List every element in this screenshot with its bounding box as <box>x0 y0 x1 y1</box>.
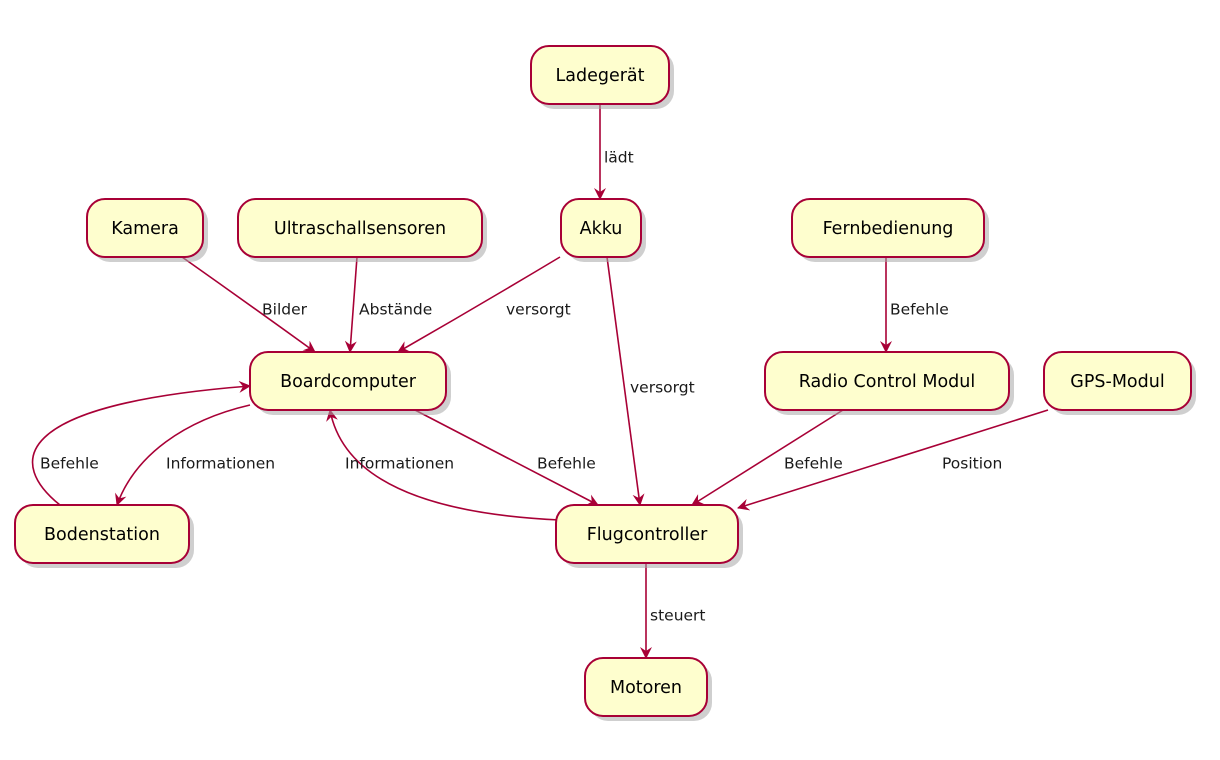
edge-radio-to-flugcontroller: Befehle <box>691 409 844 506</box>
edge-akku-to-boardcomputer: versorgt <box>397 256 571 353</box>
edge-label: Informationen <box>345 455 454 473</box>
edge-flugcontroller-to-boardcomputer: Informationen <box>326 409 561 521</box>
node-label: GPS-Modul <box>1070 372 1164 392</box>
node-label: Radio Control Modul <box>799 372 975 392</box>
node-label: Bodenstation <box>44 525 160 545</box>
edge-label: Befehle <box>890 301 949 319</box>
edge-ladegeraet-to-akku: lädt <box>594 104 634 200</box>
node-ladegeraet: Ladegerät <box>530 45 674 109</box>
node-label: Kamera <box>111 219 179 239</box>
node-label: Ladegerät <box>555 66 644 86</box>
node-kamera: Kamera <box>86 198 208 262</box>
edge-arrow <box>115 404 251 506</box>
node-box <box>791 198 985 258</box>
node-ultraschall: Ultraschallsensoren <box>237 198 487 262</box>
node-label: Akku <box>580 219 623 239</box>
node-label: Fernbedienung <box>823 219 954 239</box>
edge-label: Befehle <box>537 455 596 473</box>
edge-label: lädt <box>604 149 634 167</box>
edge-arrow <box>397 256 561 353</box>
node-fernbedienung: Fernbedienung <box>791 198 989 262</box>
edge-akku-to-flugcontroller: versorgt <box>606 256 695 506</box>
edge-arrow <box>181 256 316 353</box>
node-box <box>555 504 739 564</box>
edge-bodenstation-to-boardcomputer: Befehle <box>31 380 251 506</box>
edge-boardcomputer-to-flugcontroller: Befehle <box>414 409 599 506</box>
node-box <box>560 198 642 258</box>
edge-label: steuert <box>650 607 706 625</box>
edge-arrow <box>326 409 561 521</box>
edge-boardcomputer-to-bodenstation: Informationen <box>115 404 275 506</box>
edge-kamera-to-boardcomputer: Bilder <box>181 256 316 353</box>
node-box <box>86 198 204 258</box>
edge-arrow <box>691 409 844 506</box>
edge-ultraschall-to-boardcomputer: Abstände <box>344 256 432 353</box>
node-label: Ultraschallsensoren <box>274 219 446 239</box>
edge-fernbedienung-to-radio: Befehle <box>880 257 949 353</box>
node-motoren: Motoren <box>584 657 712 721</box>
edge-label: Position <box>942 455 1002 473</box>
edge-arrow <box>606 256 645 506</box>
node-bodenstation: Bodenstation <box>14 504 194 568</box>
node-akku: Akku <box>560 198 646 262</box>
edge-label: Befehle <box>784 455 843 473</box>
node-box <box>14 504 190 564</box>
node-radio: Radio Control Modul <box>764 351 1014 415</box>
edge-label: Informationen <box>166 455 275 473</box>
edge-arrow <box>737 409 1049 511</box>
edge-arrow <box>414 409 599 506</box>
edge-label: versorgt <box>506 301 571 319</box>
node-box <box>530 45 670 105</box>
node-flugcontroller: Flugcontroller <box>555 504 743 568</box>
node-box <box>249 351 447 411</box>
node-label: Flugcontroller <box>587 525 708 545</box>
node-box <box>764 351 1010 411</box>
edge-label: Abstände <box>359 301 432 319</box>
edge-label: Bilder <box>262 301 308 319</box>
edge-gps-to-flugcontroller: Position <box>737 409 1049 511</box>
edge-flugcontroller-to-motoren: steuert <box>640 563 706 659</box>
node-label: Motoren <box>610 678 682 698</box>
node-box <box>237 198 483 258</box>
node-gps: GPS-Modul <box>1043 351 1196 415</box>
node-boardcomputer: Boardcomputer <box>249 351 451 415</box>
edge-label: versorgt <box>630 379 695 397</box>
node-box <box>1043 351 1192 411</box>
node-label: Boardcomputer <box>280 372 417 392</box>
edge-label: Befehle <box>40 455 99 473</box>
edge-arrow <box>344 256 358 353</box>
edge-arrow <box>31 380 251 506</box>
node-box <box>584 657 708 717</box>
